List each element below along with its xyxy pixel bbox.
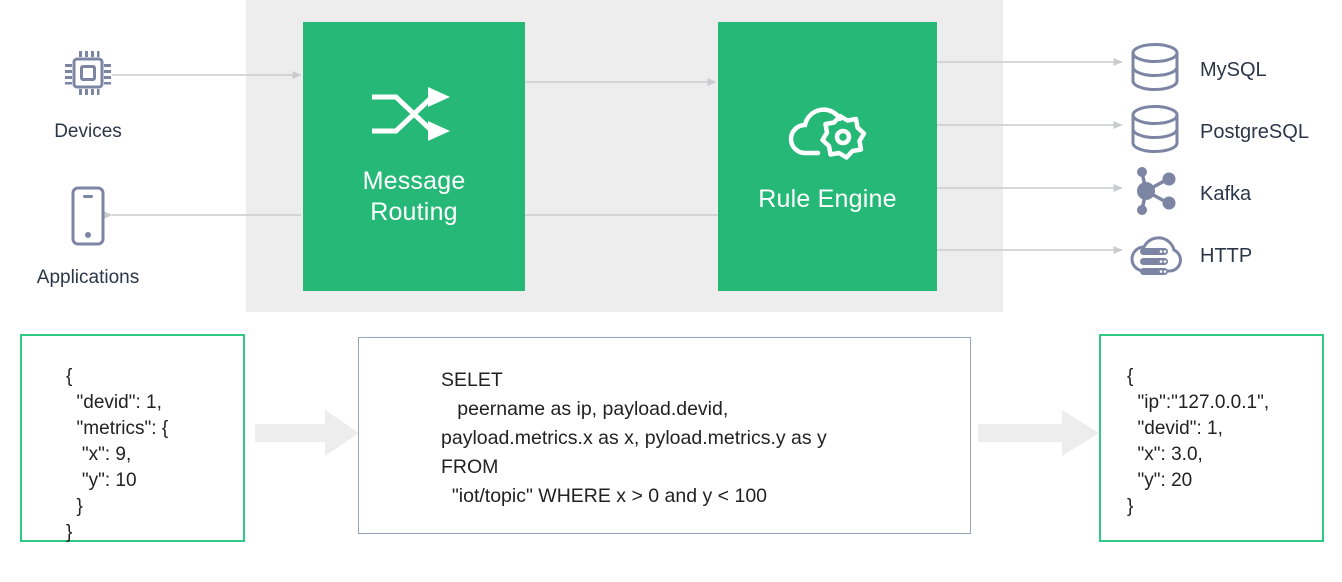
flow-arrow-rule-to-output xyxy=(978,410,1099,456)
source-label-applications: Applications xyxy=(36,267,140,288)
sink-label-mysql: MySQL xyxy=(1200,58,1267,81)
sink-label-http: HTTP xyxy=(1200,244,1253,267)
process-box-rule-engine[interactable]: Rule Engine xyxy=(718,22,937,291)
source-node-devices: Devices xyxy=(18,45,158,143)
database-cylinder-icon xyxy=(1128,104,1182,159)
mobile-phone-icon xyxy=(67,185,109,252)
sink-node-kafka: Kafka xyxy=(1128,166,1251,221)
output-payload-text: { "ip":"127.0.0.1", "devid": 1, "x": 3.0… xyxy=(1127,366,1270,517)
shuffle-routing-icon xyxy=(370,85,458,148)
sink-label-kafka: Kafka xyxy=(1200,182,1252,205)
kafka-node-graph-icon xyxy=(1128,166,1182,221)
output-payload-card: { "ip":"127.0.0.1", "devid": 1, "x": 3.0… xyxy=(1099,334,1324,542)
cloud-gear-icon xyxy=(788,99,868,166)
input-payload-card: { "devid": 1, "metrics": { "x": 9, "y": … xyxy=(20,334,245,543)
process-label-rule-engine: Rule Engine xyxy=(758,184,897,213)
source-label-devices: Devices xyxy=(54,121,122,142)
chip-icon xyxy=(60,45,116,106)
input-payload-text: { "devid": 1, "metrics": { "x": 9, "y": … xyxy=(66,366,169,543)
sink-label-postgresql: PostgreSQL xyxy=(1200,120,1309,143)
rule-sql-card: SELET peername as ip, payload.devid, pay… xyxy=(358,337,971,534)
rule-sql-text: SELET peername as ip, payload.devid, pay… xyxy=(441,369,827,507)
sink-node-postgresql: PostgreSQL xyxy=(1128,104,1309,159)
cloud-server-icon xyxy=(1128,228,1182,283)
source-node-applications: Applications xyxy=(18,185,158,289)
sink-node-mysql: MySQL xyxy=(1128,42,1267,97)
sink-node-http: HTTP xyxy=(1128,228,1252,283)
flow-arrow-input-to-rule xyxy=(255,410,359,456)
database-cylinder-icon xyxy=(1128,42,1182,97)
